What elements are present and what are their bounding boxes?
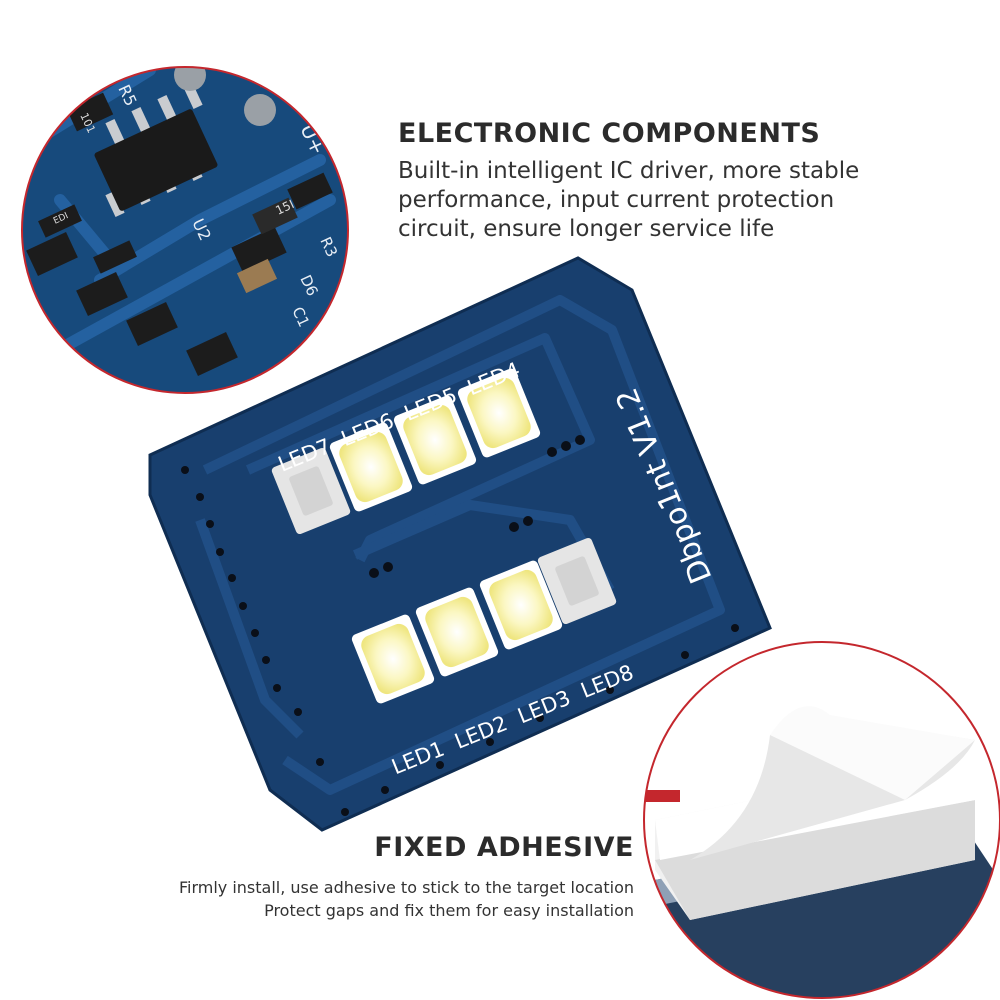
- led-2: [415, 587, 499, 677]
- fixed-adhesive-title: FIXED ADHESIVE: [374, 832, 634, 863]
- led-8: [537, 537, 617, 625]
- adhesive-closeup-circle: [643, 641, 1000, 999]
- led-5: [393, 395, 477, 485]
- led-1: [351, 614, 435, 704]
- pcb-board: LED7 LED6 LED5 LED4 LED1 LED2 LED3 LED8 …: [148, 256, 772, 832]
- adhesive-desc-line-2: Protect gaps and fix them for easy insta…: [264, 901, 634, 920]
- led-6: [329, 422, 413, 512]
- adhesive-desc-line-1: Firmly install, use adhesive to stick to…: [178, 878, 634, 897]
- led-7: [271, 447, 351, 535]
- electronic-desc-line-3: circuit, ensure longer service life: [398, 216, 775, 242]
- led-4: [457, 368, 541, 458]
- ic-closeup-circle: R5 U2 R3 D6 C1 U+ 15I 101 EDI: [21, 66, 349, 394]
- electronic-desc-line-2: performance, input current protection: [398, 187, 835, 213]
- led-3: [479, 560, 563, 650]
- pcb-vias: [181, 435, 739, 816]
- electronic-components-title: ELECTRONIC COMPONENTS: [398, 118, 821, 149]
- led-row-bottom: [351, 537, 617, 704]
- led-row-top: [271, 368, 541, 535]
- electronic-desc-line-1: Built-in intelligent IC driver, more sta…: [398, 158, 860, 184]
